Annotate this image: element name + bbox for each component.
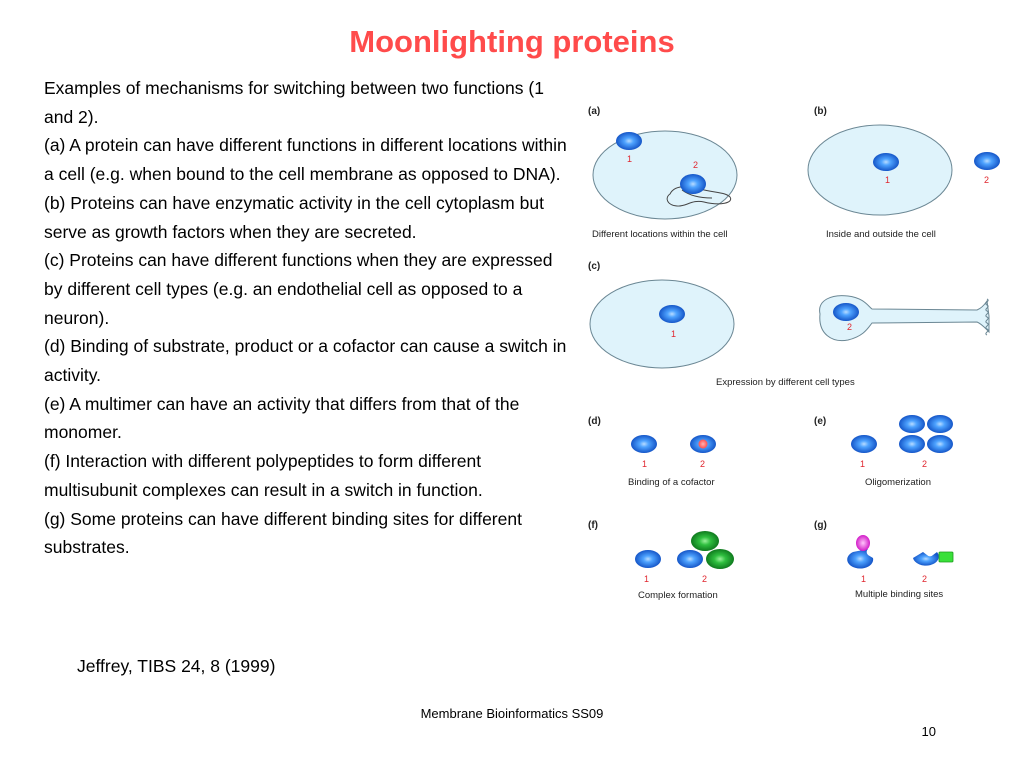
cell-c-endothelial xyxy=(589,279,735,369)
protein-blue xyxy=(635,550,661,568)
panel-g-number-2: 2 xyxy=(922,574,927,584)
protein-blue xyxy=(927,415,953,433)
panel-f-label: (f) xyxy=(588,520,598,531)
cell-b xyxy=(807,124,953,216)
panel-c: (c) 1 2 Expression by different cell typ… xyxy=(588,261,990,388)
protein-blue xyxy=(677,550,703,568)
panel-c-number-1: 1 xyxy=(671,329,676,339)
paragraph-b: (b) Proteins can have enzymatic activity… xyxy=(44,192,544,242)
paragraph-d: (d) Binding of substrate, product or a c… xyxy=(44,336,567,386)
panel-a: (a) 1 2 Different locations within the c… xyxy=(588,106,738,240)
reference-citation: Jeffrey, TIBS 24, 8 (1999) xyxy=(77,656,276,676)
protein-blue xyxy=(616,132,642,150)
panel-d: (d) 1 2 Binding of a cofactor xyxy=(588,416,716,488)
protein-blue xyxy=(899,415,925,433)
panel-e-caption: Oligomerization xyxy=(865,477,931,488)
panel-d-caption: Binding of a cofactor xyxy=(628,477,715,488)
panel-a-label: (a) xyxy=(588,106,600,117)
protein-blue xyxy=(927,435,953,453)
partner-polypeptide-green xyxy=(706,549,734,569)
protein-blue xyxy=(974,152,1000,170)
panel-a-number-1: 1 xyxy=(627,154,632,164)
partner-polypeptide-green xyxy=(691,531,719,551)
panel-a-caption: Different locations within the cell xyxy=(592,229,728,240)
protein-blue xyxy=(847,549,874,569)
panel-f: (f) 1 2 Complex formation xyxy=(588,520,734,601)
panel-g: (g) 1 2 Multiple binding sites xyxy=(814,520,954,600)
paragraph-f: (f) Interaction with different polypepti… xyxy=(44,451,483,500)
panel-b-number-2: 2 xyxy=(984,175,989,185)
panel-f-caption: Complex formation xyxy=(638,590,718,601)
panel-g-number-1: 1 xyxy=(861,574,866,584)
panel-c-caption: Expression by different cell types xyxy=(716,377,855,388)
cell-a xyxy=(592,130,738,220)
paragraph-g: (g) Some proteins can have different bin… xyxy=(44,508,522,558)
protein-blue xyxy=(833,303,859,321)
nerve-terminal-icon xyxy=(985,298,989,336)
protein-blue xyxy=(899,435,925,453)
mechanism-figure: (a) 1 2 Different locations within the c… xyxy=(588,106,1000,601)
page-number: 10 xyxy=(921,724,936,739)
substrate-magenta-icon xyxy=(856,535,870,551)
protein-blue xyxy=(913,552,939,566)
panel-b: (b) 1 2 Inside and outside the cell xyxy=(807,106,1000,240)
paragraph-a: (a) A protein can have different functio… xyxy=(44,135,567,185)
footer-text: Membrane Bioinformatics SS09 xyxy=(420,706,604,721)
panel-d-label: (d) xyxy=(588,416,601,427)
panel-b-label: (b) xyxy=(814,106,827,117)
protein-blue xyxy=(631,435,657,453)
panel-g-label: (g) xyxy=(814,520,827,531)
body-text: Examples of mechanisms for switching bet… xyxy=(44,74,574,562)
panel-e-number-1: 1 xyxy=(860,459,865,469)
neuron-cell xyxy=(819,295,990,342)
slide-title: Moonlighting proteins xyxy=(349,24,675,59)
panel-f-number-1: 1 xyxy=(644,574,649,584)
panel-f-number-2: 2 xyxy=(702,574,707,584)
panel-b-caption: Inside and outside the cell xyxy=(826,229,936,240)
panel-a-number-2: 2 xyxy=(693,160,698,170)
substrate-green-icon xyxy=(938,551,954,563)
protein-blue xyxy=(851,435,877,453)
paragraph-intro: Examples of mechanisms for switching bet… xyxy=(44,78,544,127)
cofactor-icon xyxy=(698,439,708,449)
panel-b-number-1: 1 xyxy=(885,175,890,185)
protein-blue xyxy=(680,174,706,194)
protein-blue xyxy=(873,153,899,171)
panel-d-number-1: 1 xyxy=(642,459,647,469)
paragraph-c: (c) Proteins can have different function… xyxy=(44,250,553,328)
panel-g-caption: Multiple binding sites xyxy=(855,589,943,600)
panel-c-label: (c) xyxy=(588,261,600,272)
panel-c-number-2: 2 xyxy=(847,322,852,332)
protein-blue xyxy=(659,305,685,323)
panel-d-number-2: 2 xyxy=(700,459,705,469)
paragraph-e: (e) A multimer can have an activity that… xyxy=(44,393,520,443)
panel-e-label: (e) xyxy=(814,416,826,427)
panel-e: (e) 1 2 Oligomerization xyxy=(814,415,953,488)
panel-e-number-2: 2 xyxy=(922,459,927,469)
